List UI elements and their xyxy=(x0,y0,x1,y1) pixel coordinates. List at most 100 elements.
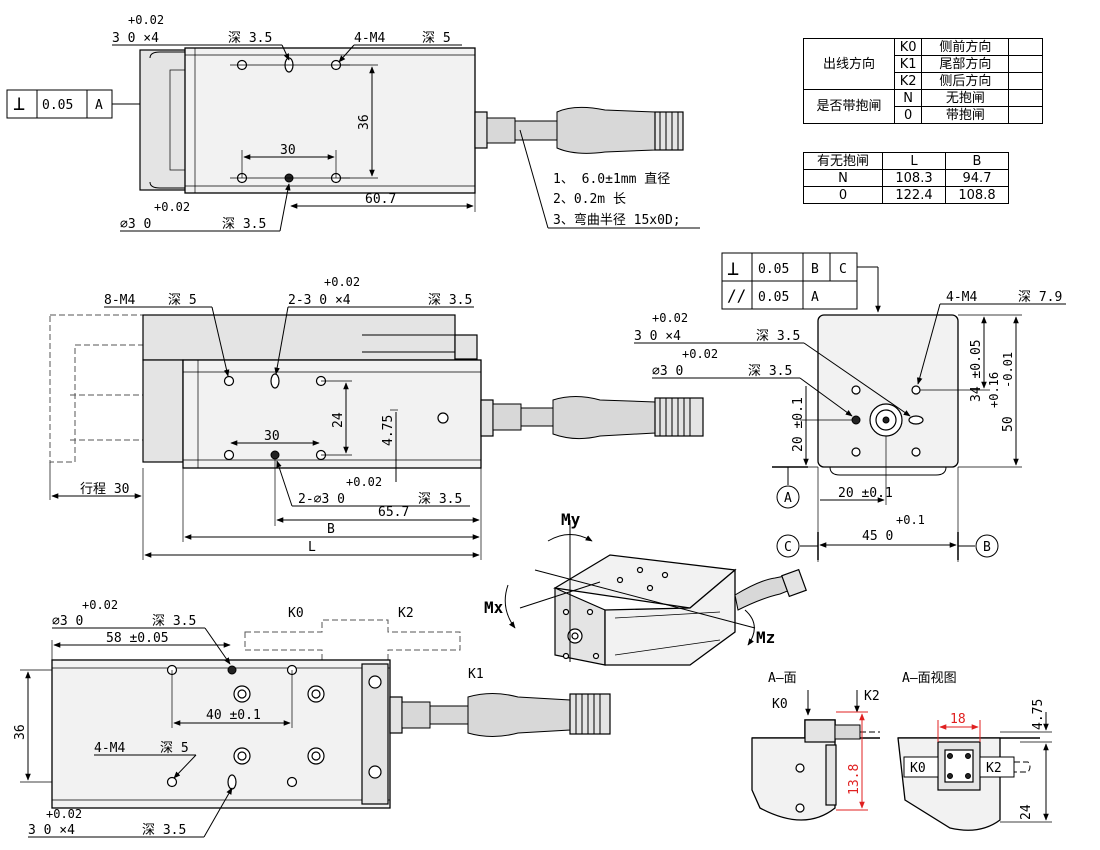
a-face-k2b: K2 xyxy=(986,761,1002,776)
a-face-view-title: A—面视图 xyxy=(902,671,957,686)
pin-tol: +0.02 xyxy=(154,200,190,214)
k2-label: K2 xyxy=(398,606,414,621)
thread-callout: 4-M4 xyxy=(946,290,977,305)
fcf-stack: ⊥ 0.05 B C // 0.05 A xyxy=(721,252,881,313)
table-row: 0 带抱闸 xyxy=(804,106,1043,124)
a-face-title: A—面 xyxy=(768,671,797,686)
dim-4-75: 4.75 xyxy=(381,415,396,446)
thread-depth: 深 5 xyxy=(160,741,189,756)
a-face-detail: A—面 K0 K2 13.8 A—面视图 K0 K2 18 xyxy=(751,671,1052,831)
axis-my: My xyxy=(561,510,581,529)
desc-cell: 侧前方向 xyxy=(921,38,1010,56)
k0-label: K0 xyxy=(288,606,304,621)
dim-B: B xyxy=(327,522,335,537)
pin-callout: ∅3 0 xyxy=(120,217,151,232)
datum-C: C xyxy=(784,540,792,555)
tol-label: +0.02 xyxy=(128,13,164,27)
holes-callout: 2-3 0 ×4 xyxy=(288,293,351,308)
code-cell: 0 xyxy=(893,106,923,124)
thread-callout: 4-M4 xyxy=(94,741,125,756)
cable-note-2: 2、0.2m 长 xyxy=(553,192,626,207)
dim-18: 18 xyxy=(950,712,966,727)
group-cell: 是否带抱闸 xyxy=(803,89,895,124)
dim-40: 40 ±0.1 xyxy=(206,708,261,723)
table-header-row: 有无抱闸 L B xyxy=(803,152,1009,170)
holes-a-depth: 深 3.5 xyxy=(756,329,800,344)
pin-depth: 深 3.5 xyxy=(222,217,266,232)
fcf2-datum-a: A xyxy=(811,290,819,305)
desc-cell: 无抱闸 xyxy=(921,89,1010,107)
dim-50-tol-up: +0.16 xyxy=(987,372,1001,408)
pin-callout: ∅3 0 xyxy=(52,614,83,629)
perpendicularity-symbol: ⊥ xyxy=(727,256,739,280)
holes-depth: 深 3.5 xyxy=(142,823,186,838)
a-face-k0: K0 xyxy=(772,697,788,712)
dim-36: 36 xyxy=(357,114,372,130)
dim-30: 30 xyxy=(264,429,280,444)
dim-50-tol-dn: -0.01 xyxy=(1001,352,1015,388)
dim-65-7: 65.7 xyxy=(378,505,409,520)
pin-depth: 深 3.5 xyxy=(152,614,196,629)
code-cell: K0 xyxy=(893,38,923,56)
dim-60-7: 60.7 xyxy=(365,192,396,207)
holes-tol: +0.02 xyxy=(324,275,360,289)
dim-24: 24 xyxy=(331,412,346,428)
code-cell: K1 xyxy=(893,55,923,73)
holes-tol: +0.02 xyxy=(46,807,82,821)
table-row: 是否带抱闸 N 无抱闸 xyxy=(803,89,1043,124)
perpendicularity-symbol: ⊥ xyxy=(13,91,25,115)
hole-callout: 3 0 ×4 xyxy=(112,31,159,46)
fcf2-value: 0.05 xyxy=(758,290,789,305)
dim-50: 50 xyxy=(1001,416,1016,432)
blank-cell xyxy=(1008,38,1043,56)
table-cell: N xyxy=(803,169,883,187)
parallelism-symbol: // xyxy=(727,286,746,305)
pin-depth: 深 3.5 xyxy=(418,492,462,507)
header-cell: 有无抱闸 xyxy=(803,152,883,170)
fcf1-value: 0.05 xyxy=(758,262,789,277)
header-cell: B xyxy=(945,152,1009,170)
desc-cell: 带抱闸 xyxy=(921,106,1010,124)
thread-callout: 8-M4 xyxy=(104,293,135,308)
dim-58: 58 ±0.05 xyxy=(106,631,169,646)
desc-cell: 侧后方向 xyxy=(921,72,1010,90)
k1-label: K1 xyxy=(468,667,484,682)
dim-20v: 20 ±0.1 xyxy=(791,397,806,452)
pin-b-tol: +0.02 xyxy=(682,347,718,361)
fcf1-datum-c: C xyxy=(839,262,847,277)
desc-cell: 尾部方向 xyxy=(921,55,1010,73)
blank-cell xyxy=(1008,106,1043,124)
fcf-datum: A xyxy=(95,98,103,113)
table-cell: 122.4 xyxy=(882,186,946,204)
dim-36: 36 xyxy=(13,724,28,740)
group-cell: 出线方向 xyxy=(803,38,895,90)
table-row: 出线方向 K0 侧前方向 xyxy=(803,38,1043,90)
dim-4-75: 4.75 xyxy=(1031,699,1046,730)
datum-A: A xyxy=(784,491,792,506)
dim-L: L xyxy=(308,540,316,555)
pin-tol: +0.02 xyxy=(82,598,118,612)
a-face-k0b: K0 xyxy=(910,761,926,776)
option-table: 出线方向 K0 侧前方向 K1 尾部方向 K2 侧后方向 是否带抱闸 N 无抱闸… xyxy=(803,38,1043,124)
cable-note-3: 3、弯曲半径 15x0D; xyxy=(553,212,681,228)
thread-callout: 4-M4 xyxy=(354,31,385,46)
axis-mx: Mx xyxy=(484,598,504,617)
holes-a-callout: 3 0 ×4 xyxy=(634,329,681,344)
bottom-view: K0 K2 K1 +0.02 ∅3 0 深 3.5 58 ±0.05 xyxy=(13,598,611,838)
flatness-frame: ⊥ 0.05 A xyxy=(6,89,140,119)
dim-45-tol: +0.1 xyxy=(896,513,925,527)
pin-b-depth: 深 3.5 xyxy=(748,364,792,379)
fcf1-datum-b: B xyxy=(811,262,819,277)
datum-B: B xyxy=(983,540,991,555)
table-cell: 0 xyxy=(803,186,883,204)
side-view: 8-M4 深 5 +0.02 2-3 0 ×4 深 3.5 24 4.75 30… xyxy=(49,275,704,560)
depth-callout: 深 3.5 xyxy=(228,31,272,46)
thread-depth: 深 7.9 xyxy=(1018,290,1062,305)
thread-depth: 深 5 xyxy=(422,31,451,46)
axis-mz: Mz xyxy=(756,628,775,647)
dim-20h: 20 ±0.1 xyxy=(838,486,893,501)
holes-a-tol: +0.02 xyxy=(652,311,688,325)
end-view: ⊥ 0.05 B C // 0.05 A 50 +0.16 -0.01 34 ±… xyxy=(634,252,1066,562)
a-face-k2: K2 xyxy=(864,689,880,704)
